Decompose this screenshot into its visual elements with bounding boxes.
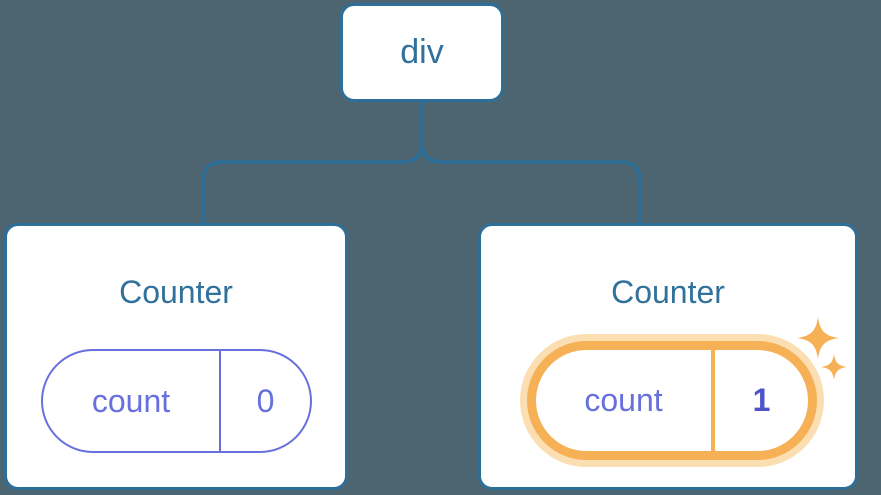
sparkle-large-icon [797,317,839,359]
root-node: div [340,3,504,102]
component-title: Counter [611,274,725,310]
component-title: Counter [119,274,233,310]
state-pill-highlighted: count 1 [527,341,817,460]
connector-left-branch [201,98,424,228]
root-node-label: div [400,33,444,71]
counter-card-right: Counter count 1 [478,223,858,490]
state-value: 1 [752,382,771,418]
sparkles-icon [797,317,847,380]
connector-right-branch [420,98,642,228]
state-pill: count 0 [41,349,312,453]
sparkle-small-icon [821,354,847,380]
state-value: 0 [256,382,275,419]
state-key: count [536,350,715,451]
counter-card-left: Counter count 0 [4,223,348,490]
state-key: count [43,351,221,451]
